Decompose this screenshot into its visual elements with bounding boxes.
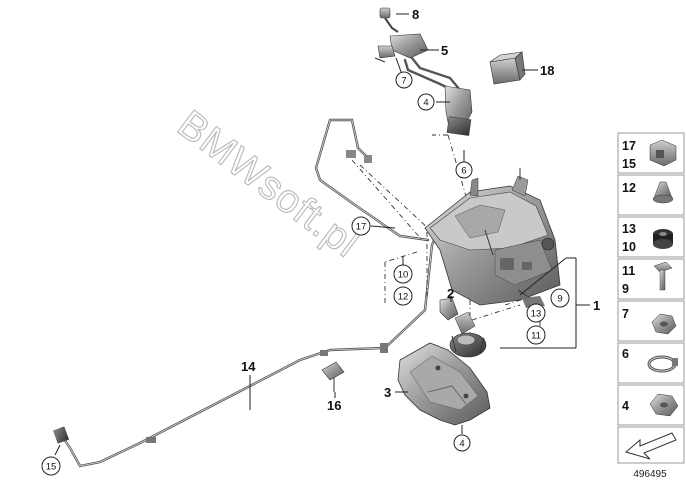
callout-8: 8	[412, 7, 419, 22]
circled-callout-11: 11	[526, 325, 546, 345]
svg-text:13: 13	[531, 309, 542, 320]
legend-arrow-box	[617, 426, 685, 464]
callout-5: 5	[441, 43, 448, 58]
circled-callout-13: 13	[526, 303, 546, 323]
circled-callout-12: 12	[393, 286, 413, 306]
heat-shield-3	[397, 342, 491, 426]
circled-callout-17: 17	[351, 216, 371, 236]
svg-text:11: 11	[622, 264, 635, 278]
legend-row-12: 12	[617, 174, 685, 216]
svg-text:12: 12	[622, 181, 636, 195]
bracket-2	[439, 297, 476, 335]
svg-text:12: 12	[398, 292, 409, 303]
circled-callout-6: 6	[455, 161, 473, 179]
svg-text:13: 13	[622, 222, 636, 236]
svg-text:10: 10	[622, 240, 636, 254]
legend-row-4: 4	[617, 384, 685, 426]
legend-row-13-10: 13 10	[617, 216, 685, 258]
circled-callout-4-bottom: 4	[453, 434, 471, 452]
svg-text:4: 4	[459, 439, 464, 450]
fuel-vent-line	[52, 230, 440, 468]
callout-1: 1	[593, 298, 600, 313]
pump-unit	[449, 332, 487, 358]
svg-text:11: 11	[531, 331, 541, 342]
callout-2: 2	[447, 286, 454, 301]
legend-row-7: 7	[617, 300, 685, 342]
svg-text:7: 7	[401, 76, 406, 87]
svg-text:15: 15	[46, 462, 57, 473]
direction-arrow-icon	[624, 432, 677, 460]
callout-14: 14	[241, 359, 256, 374]
control-module-18	[489, 51, 526, 85]
filler-neck-assembly	[374, 7, 473, 136]
circled-callouts: 7 4 6 17 10 12 9 13	[41, 71, 570, 476]
svg-text:7: 7	[622, 307, 629, 321]
circled-callout-7: 7	[395, 71, 413, 89]
callout-18: 18	[540, 63, 554, 78]
svg-text:4: 4	[423, 98, 428, 109]
legend-row-11-9: 11 9	[617, 258, 685, 300]
svg-text:15: 15	[622, 157, 636, 171]
svg-text:17: 17	[622, 139, 636, 153]
parts-legend: 17 15 12 13 10 11 9	[617, 132, 685, 464]
svg-text:10: 10	[398, 270, 409, 281]
circled-callout-4-top: 4	[417, 93, 435, 111]
tank-assembly	[424, 168, 561, 308]
circled-callout-10: 10	[393, 264, 413, 284]
svg-text:9: 9	[557, 294, 562, 305]
legend-row-6: 6	[617, 342, 685, 384]
clip-16	[321, 361, 345, 392]
svg-text:4: 4	[622, 399, 629, 413]
svg-text:6: 6	[461, 166, 466, 177]
leader-lines	[54, 13, 590, 456]
svg-text:6: 6	[622, 347, 629, 361]
vent-pipe-upper	[314, 118, 430, 242]
callout-3: 3	[384, 385, 391, 400]
svg-text:17: 17	[356, 222, 367, 233]
reference-number: 496495	[633, 469, 667, 480]
circled-callout-15: 15	[41, 456, 61, 476]
callout-numbers: 8 5 18 1 2 3 14 16	[241, 7, 600, 413]
callout-16: 16	[327, 398, 341, 413]
circled-callout-9: 9	[550, 288, 570, 308]
watermark-text: BMWsoft.pl	[170, 102, 368, 266]
legend-row-17-15: 17 15	[617, 132, 685, 174]
svg-text:9: 9	[622, 282, 629, 296]
